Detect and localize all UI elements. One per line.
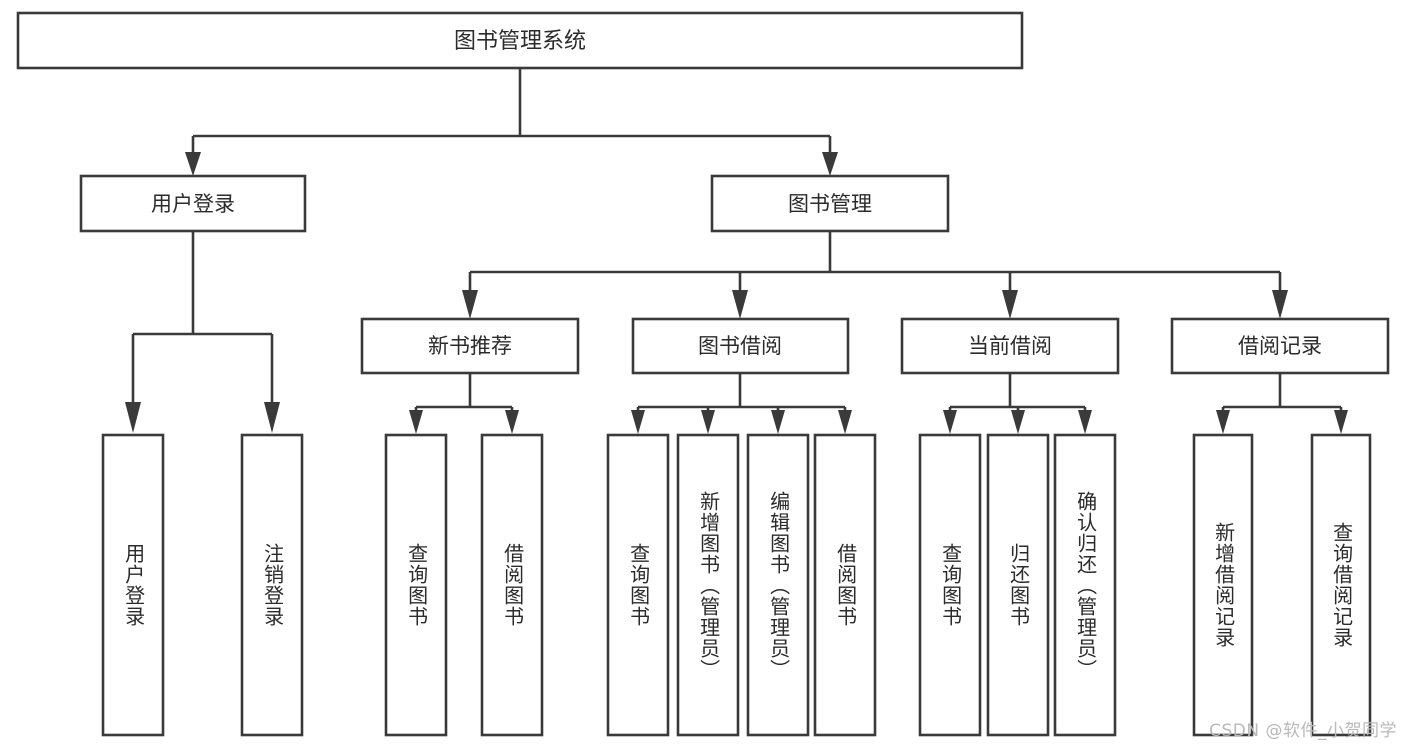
arrowhead-leaf-add-book [701, 410, 715, 434]
leaf-borrow-book-2[interactable]: 借阅图书 [813, 433, 877, 737]
arrowhead-book-manage [822, 152, 838, 176]
leaf-return-book-box[interactable] [986, 433, 1050, 737]
arrowhead-leaf-query-book-3 [943, 410, 957, 434]
leaf-query-book-2-label: 查询图书 [626, 543, 651, 627]
arrowhead-leaf-query-book-2 [631, 410, 645, 434]
node-borrow-record[interactable]: 借阅记录 [1170, 317, 1390, 375]
leaf-query-book-3[interactable]: 查询图书 [918, 433, 982, 737]
arrowhead-new-book-recommend [462, 290, 478, 319]
node-new-book-recommend-box[interactable] [360, 317, 580, 375]
node-current-borrow-box[interactable] [900, 317, 1120, 375]
node-user-login-label: 用户登录 [151, 192, 235, 216]
leaf-add-record-box[interactable] [1192, 433, 1254, 737]
arrowhead-borrow-record [1272, 290, 1288, 319]
arrowhead-book-borrow [732, 290, 748, 319]
node-book-borrow[interactable]: 图书借阅 [631, 317, 850, 375]
leaf-query-book-2[interactable]: 查询图书 [606, 433, 670, 737]
node-root-label: 图书管理系统 [454, 29, 586, 54]
leaf-query-record-label: 查询借阅记录 [1329, 522, 1354, 648]
leaf-borrow-book-2-box[interactable] [813, 433, 877, 737]
leaf-borrow-book-1-label: 借阅图书 [500, 543, 525, 627]
node-book-manage-box[interactable] [710, 174, 950, 233]
leaf-edit-book[interactable]: 编辑图书（管理员） [746, 433, 810, 737]
leaf-query-record[interactable]: 查询借阅记录 [1310, 433, 1372, 737]
leaf-user-login-label: 用户登录 [121, 543, 146, 627]
leaf-borrow-book-1[interactable]: 借阅图书 [480, 433, 544, 737]
node-root-box[interactable] [16, 11, 1024, 70]
leaf-add-book[interactable]: 新增图书（管理员） [676, 433, 740, 737]
arrowhead-current-borrow [1002, 290, 1018, 319]
arrowhead-leaf-logout-login [264, 402, 280, 433]
node-current-borrow-label: 当前借阅 [968, 334, 1052, 358]
arrowhead-leaf-return-book [1011, 410, 1025, 434]
leaf-confirm-return-label: 确认归还（管理员） [1073, 490, 1098, 680]
arrowhead-leaf-query-record [1334, 410, 1348, 434]
node-borrow-record-label: 借阅记录 [1238, 334, 1322, 358]
arrowhead-leaf-confirm-return [1078, 410, 1092, 434]
arrowhead-leaf-query-book-1 [409, 410, 423, 434]
leaf-user-login[interactable]: 用户登录 [101, 433, 165, 737]
node-user-login-box[interactable] [79, 174, 307, 233]
node-book-borrow-label: 图书借阅 [698, 334, 782, 358]
leaf-user-login-box[interactable] [101, 433, 165, 737]
csdn-watermark: CSDN @软件_小贺同学 [1209, 721, 1397, 741]
node-book-manage-label: 图书管理 [788, 192, 872, 216]
leaf-query-book-3-box[interactable] [918, 433, 982, 737]
arrowhead-leaf-add-record [1216, 410, 1230, 434]
node-new-book-recommend-label: 新书推荐 [428, 334, 512, 358]
leaf-edit-book-label: 编辑图书（管理员） [766, 490, 791, 680]
leaf-confirm-return-box[interactable] [1053, 433, 1117, 737]
arrowhead-user-login [185, 152, 201, 176]
node-borrow-record-box[interactable] [1170, 317, 1390, 375]
leaf-edit-book-box[interactable] [746, 433, 810, 737]
connector-layer [125, 68, 1348, 434]
node-new-book-recommend[interactable]: 新书推荐 [360, 317, 580, 375]
leaf-borrow-book-1-box[interactable] [480, 433, 544, 737]
leaf-query-book-1-box[interactable] [384, 433, 448, 737]
node-book-borrow-box[interactable] [631, 317, 850, 375]
leaf-layer: 用户登录 注销登录 查询图书 借阅图书 [101, 433, 1372, 737]
leaf-add-record-label: 新增借阅记录 [1211, 522, 1236, 648]
leaf-query-record-box[interactable] [1310, 433, 1372, 737]
leaf-add-record[interactable]: 新增借阅记录 [1192, 433, 1254, 737]
leaf-return-book-label: 归还图书 [1006, 543, 1031, 627]
leaf-confirm-return[interactable]: 确认归还（管理员） [1053, 433, 1117, 737]
node-book-manage[interactable]: 图书管理 [710, 174, 950, 233]
leaf-query-book-2-box[interactable] [606, 433, 670, 737]
arrowhead-leaf-user-login [125, 402, 141, 433]
leaf-query-book-1[interactable]: 查询图书 [384, 433, 448, 737]
leaf-logout-login-label: 注销登录 [260, 543, 285, 627]
node-current-borrow[interactable]: 当前借阅 [900, 317, 1120, 375]
arrowhead-leaf-borrow-book-2 [838, 410, 852, 434]
leaf-logout-login[interactable]: 注销登录 [240, 433, 304, 737]
leaf-return-book[interactable]: 归还图书 [986, 433, 1050, 737]
leaf-add-book-label: 新增图书（管理员） [696, 490, 721, 680]
node-user-login[interactable]: 用户登录 [79, 174, 307, 233]
node-root[interactable]: 图书管理系统 [16, 11, 1024, 70]
leaf-borrow-book-2-label: 借阅图书 [833, 543, 858, 627]
leaf-query-book-3-label: 查询图书 [938, 543, 963, 627]
leaf-logout-login-box[interactable] [240, 433, 304, 737]
arrowhead-leaf-borrow-book-1 [505, 410, 519, 434]
leaf-add-book-box[interactable] [676, 433, 740, 737]
leaf-query-book-1-label: 查询图书 [404, 543, 429, 627]
arrowhead-leaf-edit-book [771, 410, 785, 434]
